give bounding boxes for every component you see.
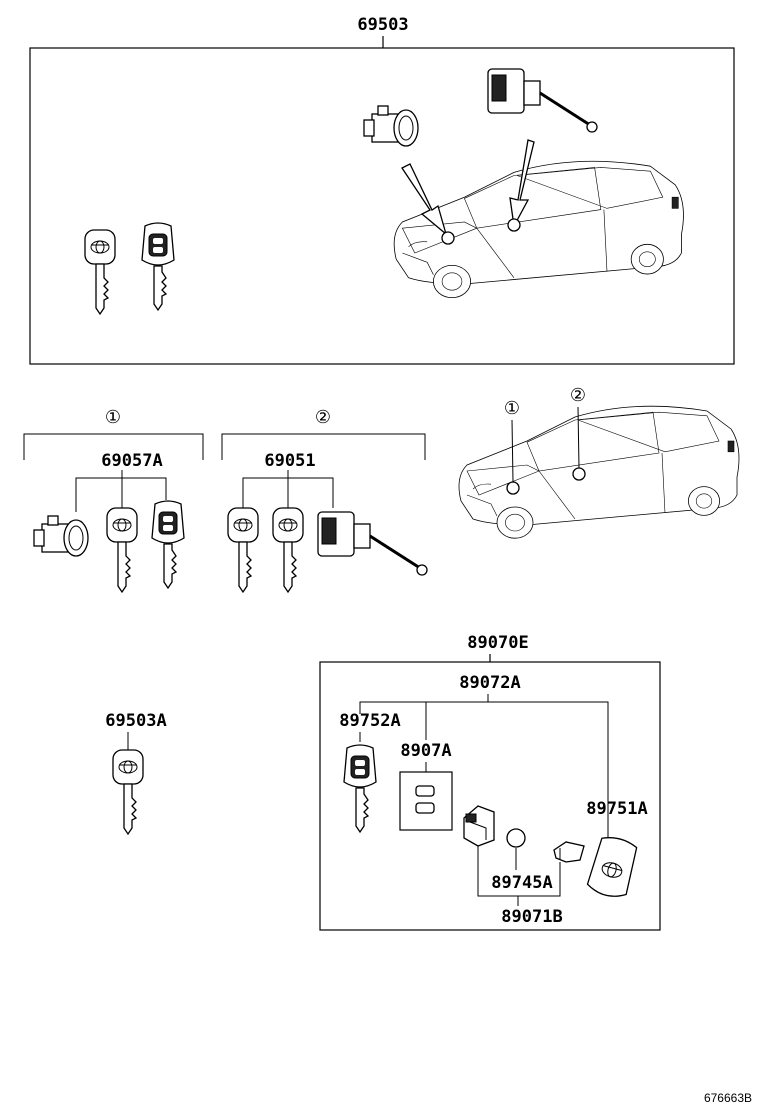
set1-remote-key-icon	[151, 500, 185, 589]
set1-key-icon	[106, 507, 138, 593]
set1-ignition-cylinder-icon	[33, 515, 89, 557]
set2-key-icon-right	[272, 507, 304, 593]
kit-key-icon	[84, 229, 116, 315]
kit-ignition-cylinder-icon	[363, 105, 419, 147]
case-a-icon	[586, 837, 638, 897]
location-car-illustration	[458, 405, 740, 539]
battery-cell-icon	[415, 785, 435, 814]
transmitter-remote-key-icon	[343, 744, 377, 833]
kit-arrow-icon	[401, 139, 535, 245]
battery-part-number: 8907A	[400, 741, 451, 761]
transmitter-assy-part-number: 89070E	[467, 633, 528, 653]
kit-car-illustration	[393, 160, 684, 299]
case-b-housing-icon	[463, 805, 495, 847]
callout-one: ①	[105, 407, 121, 428]
kit-box	[29, 47, 735, 365]
callout-two: ②	[315, 407, 331, 428]
case-a-part-number: 89751A	[586, 799, 647, 819]
key-plate-part-number: 89752A	[339, 711, 400, 731]
diagram-reference-code: 676663B	[704, 1091, 752, 1105]
standalone-key-icon	[112, 749, 144, 835]
car-callout-one: ①	[504, 398, 520, 419]
car-callout-two: ②	[570, 385, 586, 406]
key-part-number: 69503A	[105, 711, 166, 731]
clip-icon	[553, 841, 585, 863]
case-b-part-number: 89071B	[501, 907, 562, 927]
door-set-part-number: 69051	[264, 451, 315, 471]
set2-door-lock-icon	[316, 510, 429, 577]
ignition-set-part-number: 69057A	[101, 451, 162, 471]
battery-coin-icon	[506, 828, 526, 848]
transmitter-box	[319, 661, 661, 931]
kit-part-number: 69503	[357, 15, 408, 35]
kit-door-lock-icon	[486, 67, 599, 134]
set2-key-icon-left	[227, 507, 259, 593]
clip-part-number: 89745A	[491, 873, 552, 893]
transmitter-sub-part-number: 89072A	[459, 673, 520, 693]
kit-remote-key-icon	[141, 222, 175, 311]
battery-box	[399, 771, 453, 831]
